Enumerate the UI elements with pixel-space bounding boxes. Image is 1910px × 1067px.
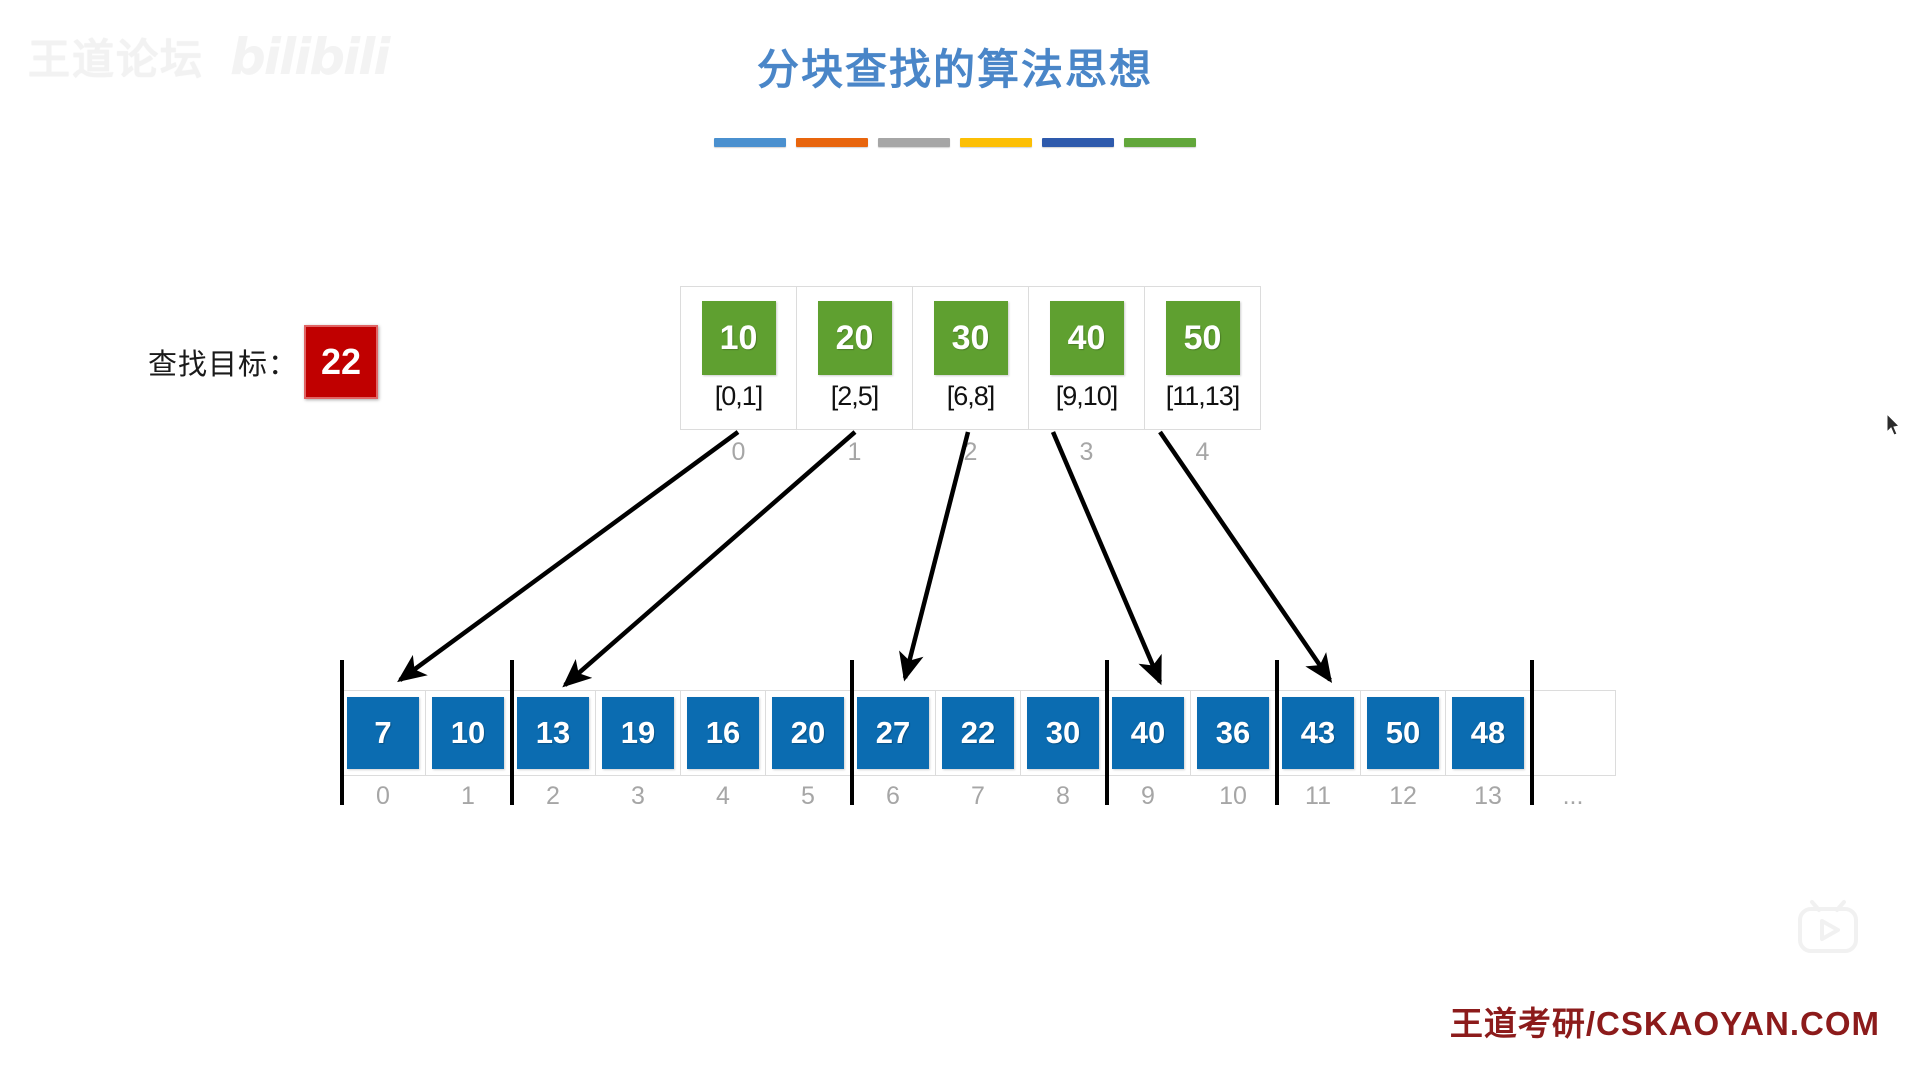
array-cell-0: 7 [340, 690, 426, 776]
array-value-13: 48 [1452, 697, 1524, 769]
block-separator-2 [850, 660, 854, 805]
array-index-3: 3 [631, 782, 645, 810]
array-index-5: 5 [801, 782, 815, 810]
watermark-topleft: 王道论坛 bilibili [28, 26, 390, 87]
index-cell-0: 10 [0,1] [680, 286, 797, 430]
array-index-12: 12 [1389, 782, 1417, 810]
index-range-0: [0,1] [714, 381, 764, 411]
array-cell-6: 27 [850, 690, 936, 776]
block-separator-1 [510, 660, 514, 805]
title-rule-bars [0, 138, 1910, 147]
search-target-label: 查找目标： [148, 349, 299, 381]
array-index-6: 6 [886, 782, 900, 810]
index-cell-4: 50 [11,13] [1144, 286, 1261, 430]
index-position-0: 0 [731, 438, 746, 466]
array-index-0: 0 [376, 782, 390, 810]
block-separator-0 [340, 660, 344, 805]
array-value-0: 7 [347, 697, 419, 769]
index-table: 10 [0,1] 20 [2,5] 30 [6,8] 40 [9,10] 50 [11,13] [680, 286, 1261, 430]
array-value-12: 50 [1367, 697, 1439, 769]
index-cell-1: 20 [2,5] [796, 286, 913, 430]
bar-blue-light [714, 138, 786, 147]
index-cell-3: 40 [9,10] [1028, 286, 1145, 430]
array-cell-1: 10 [425, 690, 511, 776]
array-value-6: 27 [857, 697, 929, 769]
array-cell-5: 20 [765, 690, 851, 776]
index-position-4: 4 [1195, 438, 1210, 466]
array-index-2: 2 [546, 782, 560, 810]
bar-gray [878, 138, 950, 147]
index-range-3: [9,10] [1055, 381, 1119, 411]
index-range-2: [6,8] [946, 381, 996, 411]
search-target: 查找目标： 22 [148, 325, 379, 399]
bar-green [1124, 138, 1196, 147]
array-index-4: 4 [716, 782, 730, 810]
index-key-0: 10 [701, 301, 776, 375]
bilibili-play-icon [1798, 900, 1858, 953]
array-cell-11: 43 [1275, 690, 1361, 776]
bar-yellow [960, 138, 1032, 147]
block-separator-4 [1275, 660, 1279, 805]
array-value-11: 43 [1282, 697, 1354, 769]
array-cell-10: 36 [1190, 690, 1276, 776]
index-range-4: [11,13] [1165, 381, 1241, 411]
array-cell-4: 16 [680, 690, 766, 776]
array-value-4: 16 [687, 697, 759, 769]
array-index-8: 8 [1056, 782, 1070, 810]
search-target-value: 22 [304, 325, 379, 399]
index-key-1: 20 [817, 301, 892, 375]
array-cell-8: 30 [1020, 690, 1106, 776]
array-index-13: 13 [1474, 782, 1502, 810]
array-cell-13: 48 [1445, 690, 1531, 776]
array-index-11: 11 [1305, 782, 1331, 810]
array-index-10: 10 [1219, 782, 1247, 810]
array-value-1: 10 [432, 697, 504, 769]
array-value-5: 20 [772, 697, 844, 769]
array-value-9: 40 [1112, 697, 1184, 769]
index-position-3: 3 [1079, 438, 1094, 466]
array-cell-9: 40 [1105, 690, 1191, 776]
array-value-8: 30 [1027, 697, 1099, 769]
page-title: 分块查找的算法思想 [756, 46, 1153, 93]
array-index-14: ... [1562, 782, 1584, 810]
array-index-1: 1 [461, 782, 475, 810]
array-cell-2: 13 [510, 690, 596, 776]
array-cell-7: 22 [935, 690, 1021, 776]
array-value-3: 19 [602, 697, 674, 769]
bar-blue-dark [1042, 138, 1114, 147]
array-value-2: 13 [517, 697, 589, 769]
array-index-7: 7 [971, 782, 985, 810]
array-value-10: 36 [1197, 697, 1269, 769]
bar-orange [796, 138, 868, 147]
mouse-cursor [1886, 413, 1900, 436]
block-separator-3 [1105, 660, 1109, 805]
array-cell-3: 19 [595, 690, 681, 776]
watermark-forum-text: 王道论坛 [28, 36, 205, 83]
index-position-2: 2 [963, 438, 978, 466]
array-value-7: 22 [942, 697, 1014, 769]
index-key-3: 40 [1049, 301, 1124, 375]
index-range-1: [2,5] [830, 381, 880, 411]
footer-brand: 王道考研/CSKAOYAN.COM [1449, 1005, 1880, 1042]
watermark-bilibili-text: bilibili [230, 27, 390, 86]
index-position-1: 1 [847, 438, 862, 466]
index-key-2: 30 [933, 301, 1008, 375]
array-cell-14 [1530, 690, 1616, 776]
array-cell-12: 50 [1360, 690, 1446, 776]
array-index-9: 9 [1141, 782, 1155, 810]
index-key-4: 50 [1165, 301, 1240, 375]
index-cell-2: 30 [6,8] [912, 286, 1029, 430]
index-table-indices: 0 1 2 3 4 [680, 438, 1261, 467]
block-separator-5 [1530, 660, 1534, 805]
